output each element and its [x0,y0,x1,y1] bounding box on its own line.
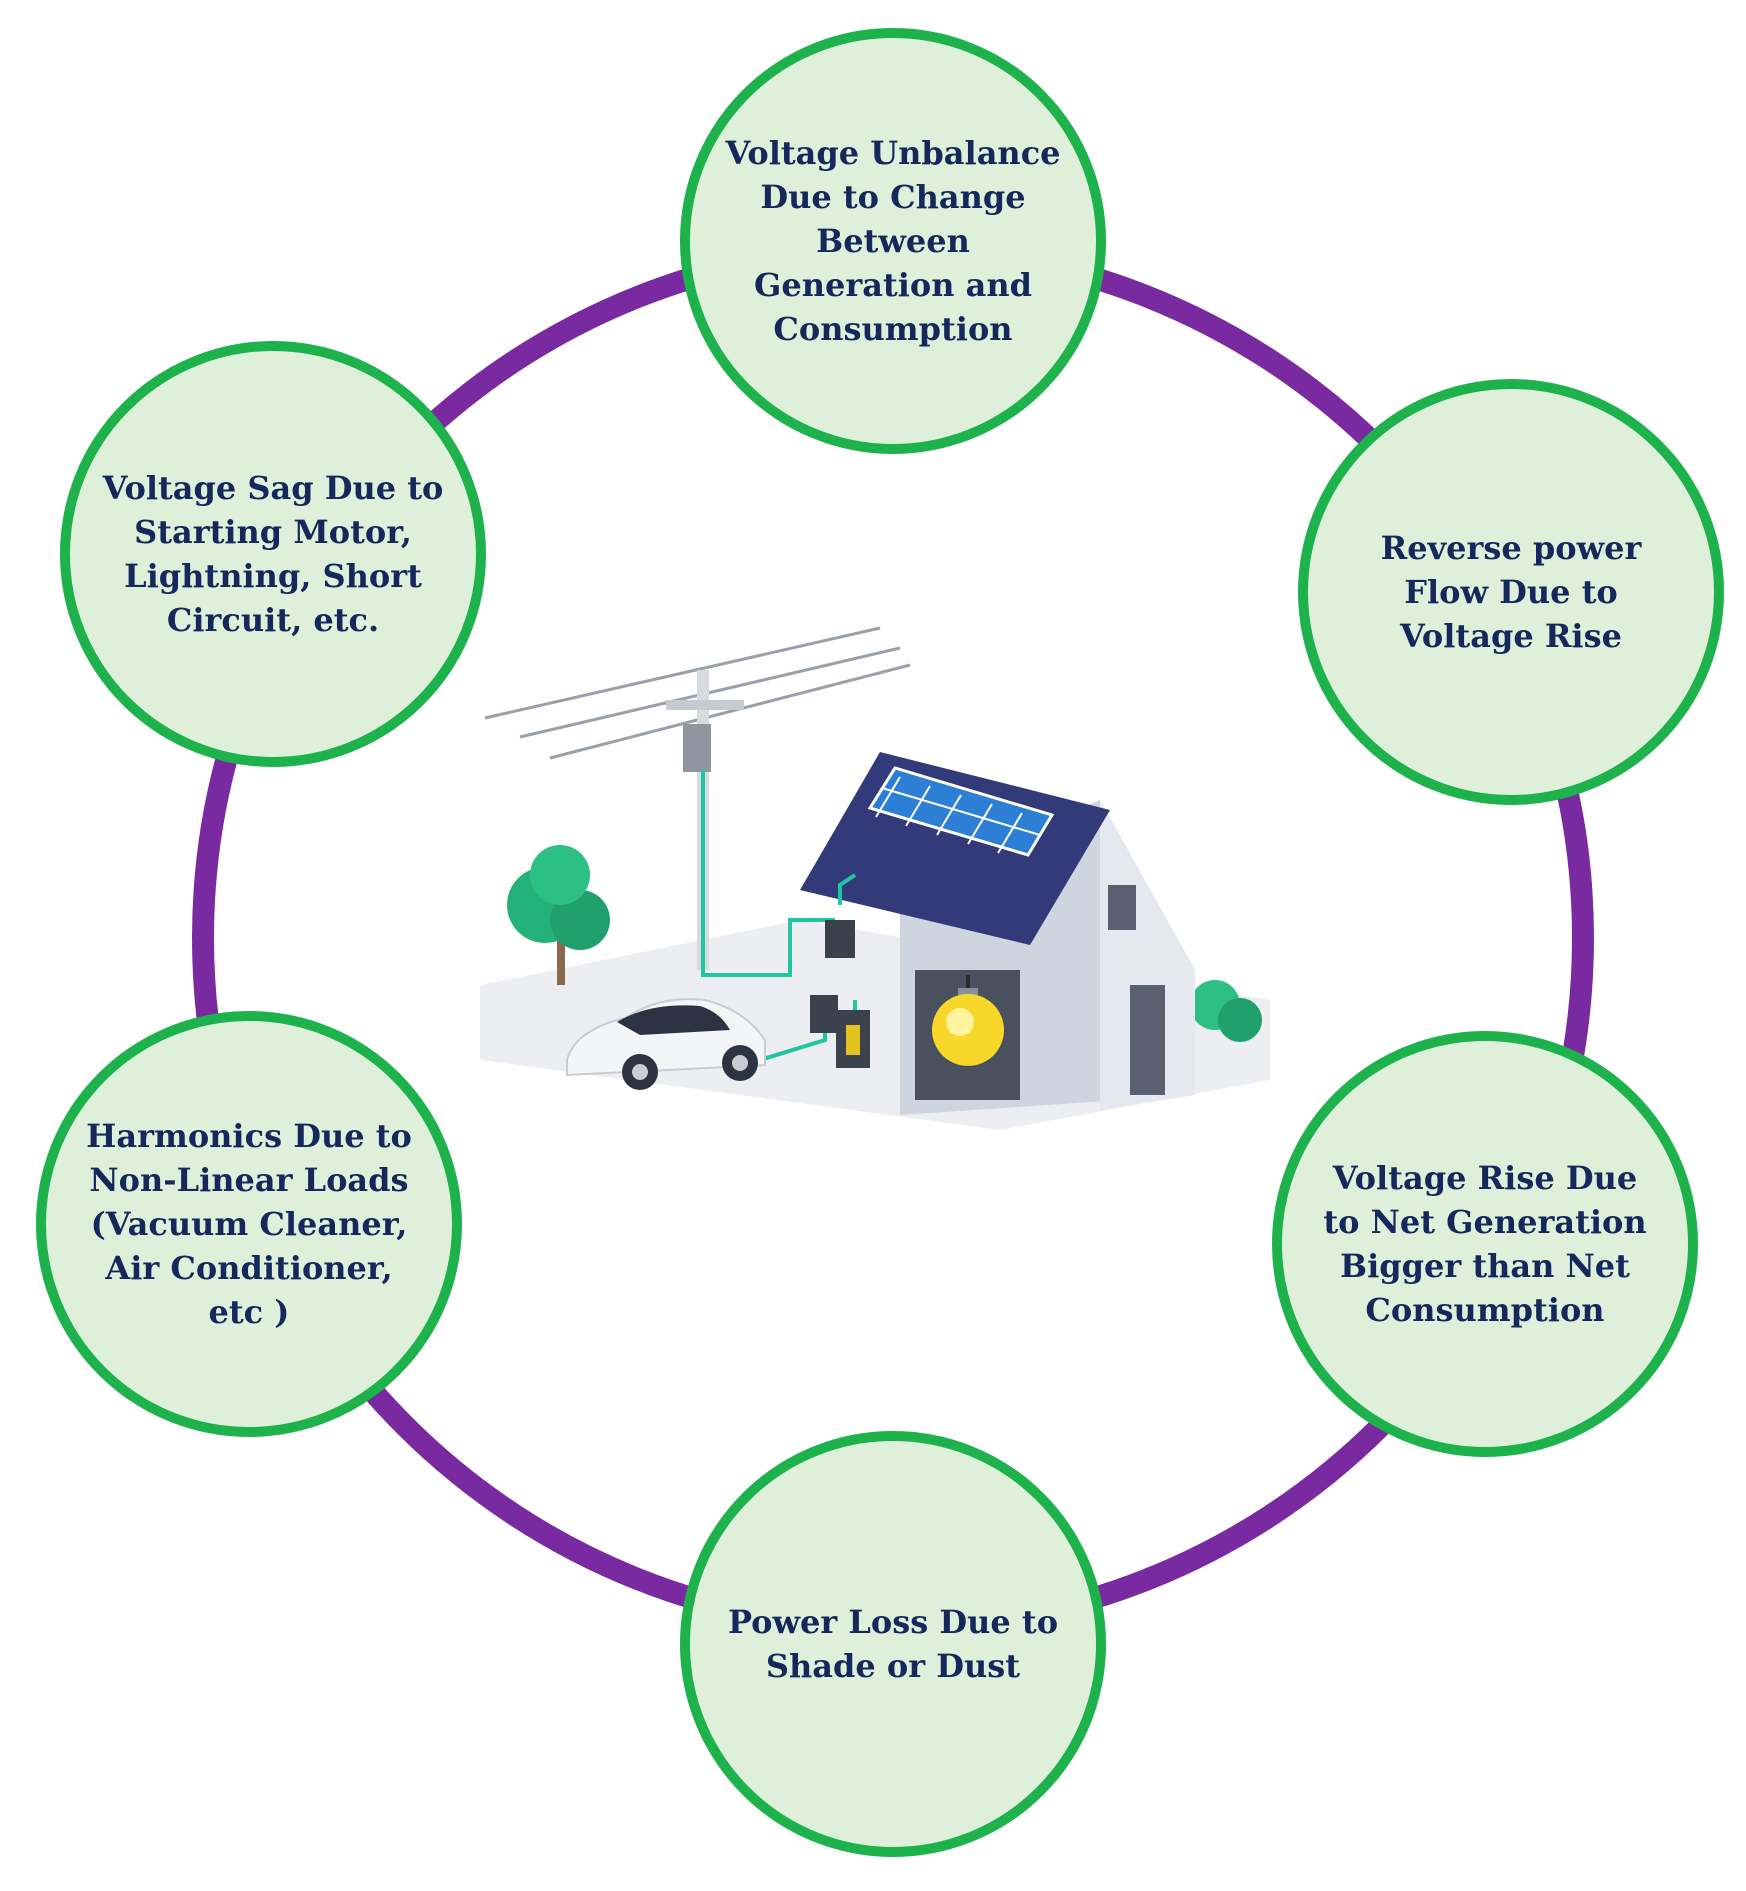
door [1130,985,1165,1095]
light-bulb-icon [932,975,1004,1066]
power-lines [484,626,911,760]
tree-left-icon [507,845,610,985]
tree-right-icon [1190,980,1262,1042]
node-bottom-label: Power Loss Due to Shade or Dust [727,1603,1059,1685]
node-lower-right-label: Voltage Rise Due to Net Generation Bigge… [1323,1159,1647,1329]
meter-box [810,995,838,1033]
node-upper-left-label: Voltage Sag Due to Starting Motor, Light… [102,469,444,639]
node-bottom: Power Loss Due to Shade or Dust [680,1431,1106,1857]
window [1108,885,1136,930]
node-upper-right: Reverse power Flow Due to Voltage Rise [1298,379,1724,805]
node-upper-right-label: Reverse power Flow Due to Voltage Rise [1380,529,1642,655]
node-lower-right: Voltage Rise Due to Net Generation Bigge… [1272,1031,1698,1457]
node-lower-left: Harmonics Due to Non-Linear Loads (Vacuu… [36,1011,462,1437]
node-top-label: Voltage Unbalance Due to Change Between … [725,134,1061,348]
battery-icon [836,1010,870,1068]
inverter-box [825,920,855,958]
node-lower-left-label: Harmonics Due to Non-Linear Loads (Vacuu… [86,1117,412,1331]
node-upper-left: Voltage Sag Due to Starting Motor, Light… [60,341,486,767]
electric-car-icon [566,998,766,1090]
node-top: Voltage Unbalance Due to Change Between … [680,28,1106,454]
